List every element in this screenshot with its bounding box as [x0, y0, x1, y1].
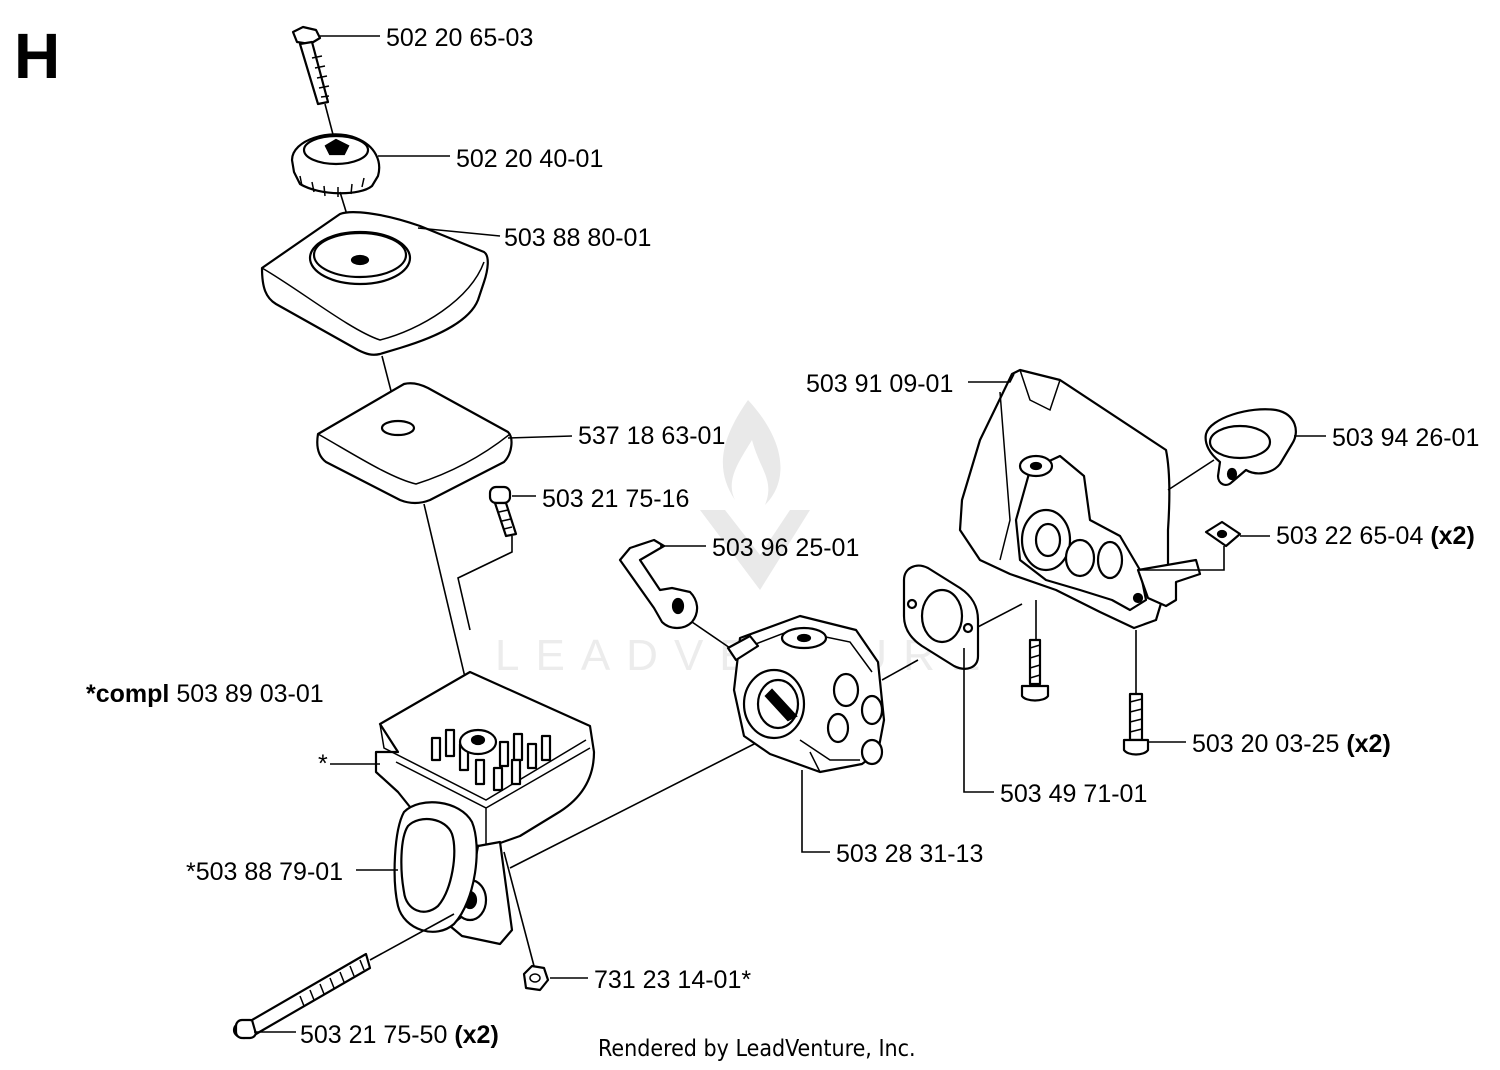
air-filter — [316, 382, 513, 505]
screw-small — [488, 485, 518, 538]
part-label-12: 503 28 31-13 — [836, 840, 983, 868]
part-label-15: 503 21 75-50 (x2) — [300, 1021, 499, 1049]
part-label-14: 731 23 14-01* — [594, 966, 751, 994]
filter-cover — [260, 211, 489, 356]
long-screw — [232, 952, 372, 1040]
screw-right-b — [1122, 692, 1150, 756]
screw-right-a — [1020, 638, 1050, 702]
part-label-4: 537 18 63-01 — [578, 422, 725, 450]
leader-lines — [254, 35, 1326, 1033]
part-label-5: 503 21 75-16 — [542, 485, 689, 513]
part-label-11: 503 49 71-01 — [1000, 780, 1147, 808]
gasket — [902, 564, 980, 670]
part-label-10: 503 20 03-25 (x2) — [1192, 730, 1391, 758]
part-label-13: *503 88 79-01 — [186, 858, 343, 886]
lever — [618, 538, 699, 630]
section-letter: H — [14, 20, 60, 92]
part-label-7: 503 91 09-01 — [806, 370, 953, 398]
filter-housing — [374, 670, 596, 946]
part-label-1: 502 20 65-03 — [386, 24, 533, 52]
bolt-top — [291, 25, 330, 106]
assembly-label: *compl 503 89 03-01 — [86, 680, 324, 708]
nut — [522, 964, 550, 992]
footer-credit: Rendered by LeadVenture, Inc. — [598, 1036, 916, 1062]
intake-housing — [958, 368, 1202, 630]
grommet — [393, 801, 478, 933]
part-label-8: 503 94 26-01 — [1332, 424, 1479, 452]
part-label-6: 503 96 25-01 — [712, 534, 859, 562]
knob — [290, 133, 381, 197]
square-nut — [1204, 520, 1242, 548]
part-label-2: 502 20 40-01 — [456, 145, 603, 173]
part-label-9: 503 22 65-04 (x2) — [1276, 522, 1475, 550]
ring-clamp — [1204, 408, 1297, 486]
part-label-3: 503 88 80-01 — [504, 224, 651, 252]
housing-pins — [430, 728, 552, 792]
assembly-asterisk: * — [318, 750, 328, 778]
carburetor — [726, 614, 886, 774]
